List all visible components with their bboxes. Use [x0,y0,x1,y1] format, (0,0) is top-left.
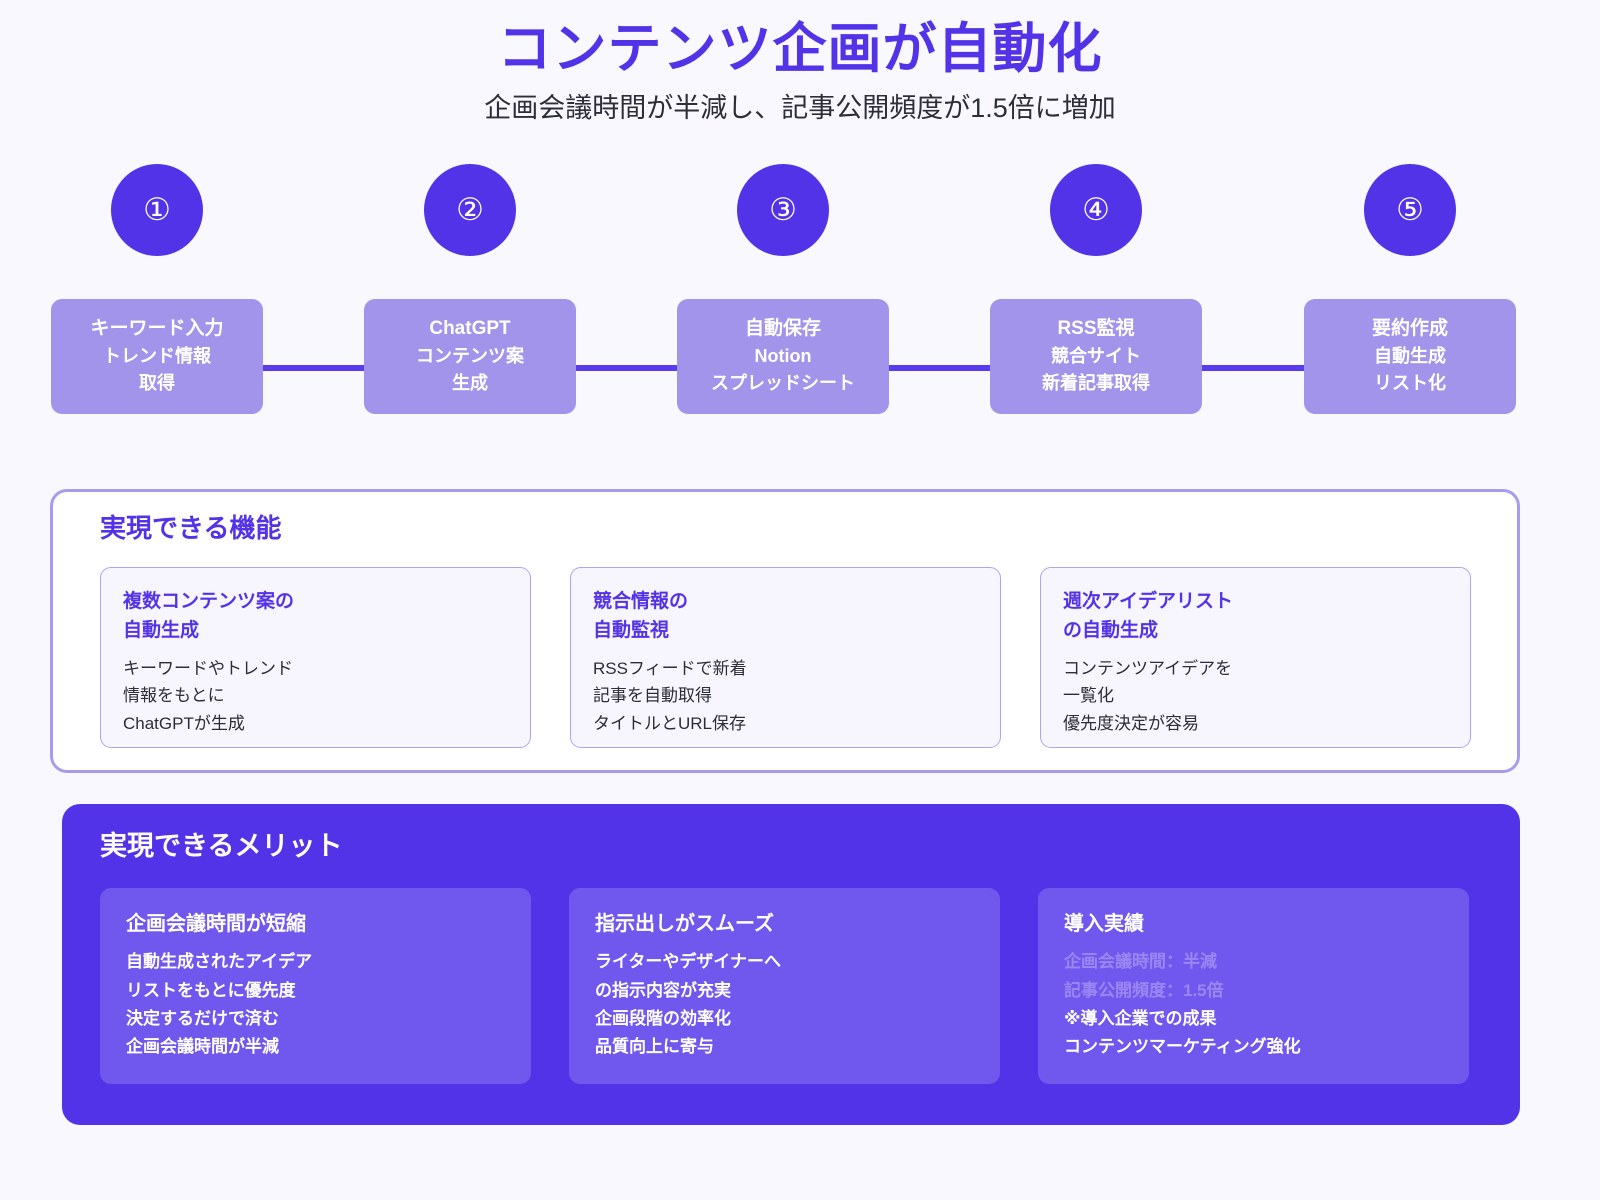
flow-step-5: ⑤ 要約作成自動生成リスト化 [1253,164,1567,414]
step-card-title: 自動保存 [744,318,821,340]
step-card: ChatGPT コンテンツ案生成 [364,299,576,414]
merit-card-body-line: 品質向上に寄与 [595,1037,714,1057]
feature-card-title-line: 自動監視 [593,620,670,642]
merit-card-body: 自動生成されたアイデアリストをもとに優先度決定するだけで済む企画会議時間が半減 [126,948,505,1061]
step-card-line: 取得 [139,372,175,393]
flow-connector [263,365,364,371]
merit-card-body-line: ライターやデザイナーへ [595,952,781,972]
step-card-line: スプレッドシート [711,372,855,393]
merit-card-title: 導入実績 [1064,913,1144,936]
step-number-badge: ③ [737,164,829,257]
step-card: 要約作成自動生成リスト化 [1304,299,1516,414]
feature-card: 複数コンテンツ案の自動生成キーワードやトレンド情報をもとに ChatGPTが生成 [100,567,531,749]
step-card-line: 競合サイト [1051,346,1141,367]
features-panel: 実現できる機能 複数コンテンツ案の自動生成キーワードやトレンド情報をもとに Cha… [50,489,1520,773]
feature-card-body-line: RSSフィードで新着 [593,658,747,678]
feature-card-body-line: 情報をもとに [123,686,225,706]
merit-card-body: 企画会議時間：半減記事公開頻度：1.5倍 ※導入企業での成果コンテンツマーケティン… [1064,948,1443,1061]
merit-card-body-line: 企画段階の効率化 [595,1008,731,1028]
features-heading: 実現できる機能 [100,513,282,543]
flow-step-3: ③ 自動保存 Notion スプレッドシート [626,164,940,414]
flow-step-2: ② ChatGPT コンテンツ案生成 [313,164,627,414]
merit-card: 導入実績企画会議時間：半減記事公開頻度：1.5倍 ※導入企業での成果コンテンツマー… [1038,888,1469,1085]
merit-card-body-line: コンテンツマーケティング強化 [1064,1037,1301,1057]
page-title: コンテンツ企画が自動化 [497,19,1103,79]
step-number-badge: ④ [1050,164,1142,257]
step-card-line: 生成 [452,372,488,393]
step-card-line: トレンド情報 [103,346,211,367]
feature-card-title: 複数コンテンツ案の自動生成 [123,588,508,646]
process-flow-steps: ① キーワード入力トレンド情報取得 ② ChatGPT コンテンツ案生成 ③ 自動保存 Not… [0,164,1600,414]
feature-card-title-line: の自動生成 [1063,620,1159,642]
step-number-badge: ⑤ [1364,164,1456,257]
merit-card-body-line: リストをもとに優先度 [126,980,296,1000]
merit-card-body: ライターやデザイナーへの指示内容が充実企画段階の効率化品質向上に寄与 [595,948,974,1061]
step-number-badge: ① [111,164,203,257]
merits-panel: 実現できるメリット 企画会議時間が短縮自動生成されたアイデアリストをもとに優先度… [62,804,1520,1125]
feature-card-body-line: コンテンツアイデアを [1063,658,1233,678]
step-card-line: Notion [754,346,812,367]
step-card-line: コンテンツ案 [416,346,524,367]
merit-card-body-line: ※導入企業での成果 [1064,1008,1217,1028]
merit-card-body-line: 企画会議時間が半減 [126,1037,279,1057]
feature-card-body-line: タイトルとURL保存 [593,714,747,733]
step-card: 自動保存 Notion スプレッドシート [677,299,889,414]
feature-card-body-line: キーワードやトレンド [123,658,293,678]
page-header: コンテンツ企画が自動化 企画会議時間が半減し、記事公開頻度が1.5倍に増加 [0,0,1600,124]
step-card-title: RSS監視 [1057,318,1135,340]
feature-card-body: コンテンツアイデアを一覧化優先度決定が容易 [1063,655,1448,738]
step-card-line: リスト化 [1374,372,1446,393]
feature-card-title: 週次アイデアリストの自動生成 [1063,588,1448,646]
features-card-list: 複数コンテンツ案の自動生成キーワードやトレンド情報をもとに ChatGPTが生成 競… [100,567,1517,749]
merit-card-stat-line: 記事公開頻度：1.5倍 [1064,980,1224,1000]
feature-card-body: RSSフィードで新着記事を自動取得タイトルとURL保存 [593,655,978,738]
process-flow: ① キーワード入力トレンド情報取得 ② ChatGPT コンテンツ案生成 ③ 自動保存 Not… [0,164,1600,414]
feature-card-title-line: 複数コンテンツ案の [123,591,295,613]
merit-card-stat-line: 企画会議時間：半減 [1064,952,1217,972]
step-card: キーワード入力トレンド情報取得 [51,299,263,414]
page-subtitle: 企画会議時間が半減し、記事公開頻度が1.5倍に増加 [484,93,1116,124]
feature-card-body: キーワードやトレンド情報をもとに ChatGPTが生成 [123,655,508,738]
merit-card-body-line: の指示内容が充実 [595,980,731,1000]
feature-card: 競合情報の自動監視 RSSフィードで新着記事を自動取得タイトルとURL保存 [570,567,1001,749]
flow-step-4: ④ RSS監視競合サイト新着記事取得 [939,164,1253,414]
merit-card: 指示出しがスムーズライターやデザイナーへの指示内容が充実企画段階の効率化品質向上… [569,888,1000,1085]
flow-connector [1202,365,1304,371]
feature-card-body-line: ChatGPTが生成 [123,714,245,733]
feature-card-title-line: 週次アイデアリスト [1063,591,1234,613]
step-number-badge: ② [424,164,516,257]
step-card-title: 要約作成 [1371,318,1448,340]
merit-card-body-line: 決定するだけで済む [126,1008,279,1028]
merit-card: 企画会議時間が短縮自動生成されたアイデアリストをもとに優先度決定するだけで済む企… [100,888,531,1085]
feature-card-title-line: 競合情報の [593,591,689,613]
feature-card-title-line: 自動生成 [123,620,200,642]
flow-connector [576,365,677,371]
feature-card-title: 競合情報の自動監視 [593,588,978,646]
merit-card-title: 企画会議時間が短縮 [126,913,306,936]
feature-card-body-line: 優先度決定が容易 [1063,714,1199,733]
merits-card-list: 企画会議時間が短縮自動生成されたアイデアリストをもとに優先度決定するだけで済む企… [100,888,1520,1085]
step-card-line: 新着記事取得 [1042,372,1150,393]
merit-card-title: 指示出しがスムーズ [595,913,774,936]
merits-heading: 実現できるメリット [100,831,343,861]
step-card-title: キーワード入力 [90,318,224,340]
flow-connector [889,365,990,371]
step-card: RSS監視競合サイト新着記事取得 [990,299,1202,414]
step-card-title: ChatGPT [429,318,511,340]
feature-card-body-line: 記事を自動取得 [593,686,712,706]
feature-card-body-line: 一覧化 [1063,686,1114,706]
flow-step-1: ① キーワード入力トレンド情報取得 [0,164,314,414]
merit-card-body-line: 自動生成されたアイデア [126,952,313,972]
step-card-line: 自動生成 [1374,346,1446,367]
feature-card: 週次アイデアリストの自動生成コンテンツアイデアを一覧化優先度決定が容易 [1040,567,1471,749]
